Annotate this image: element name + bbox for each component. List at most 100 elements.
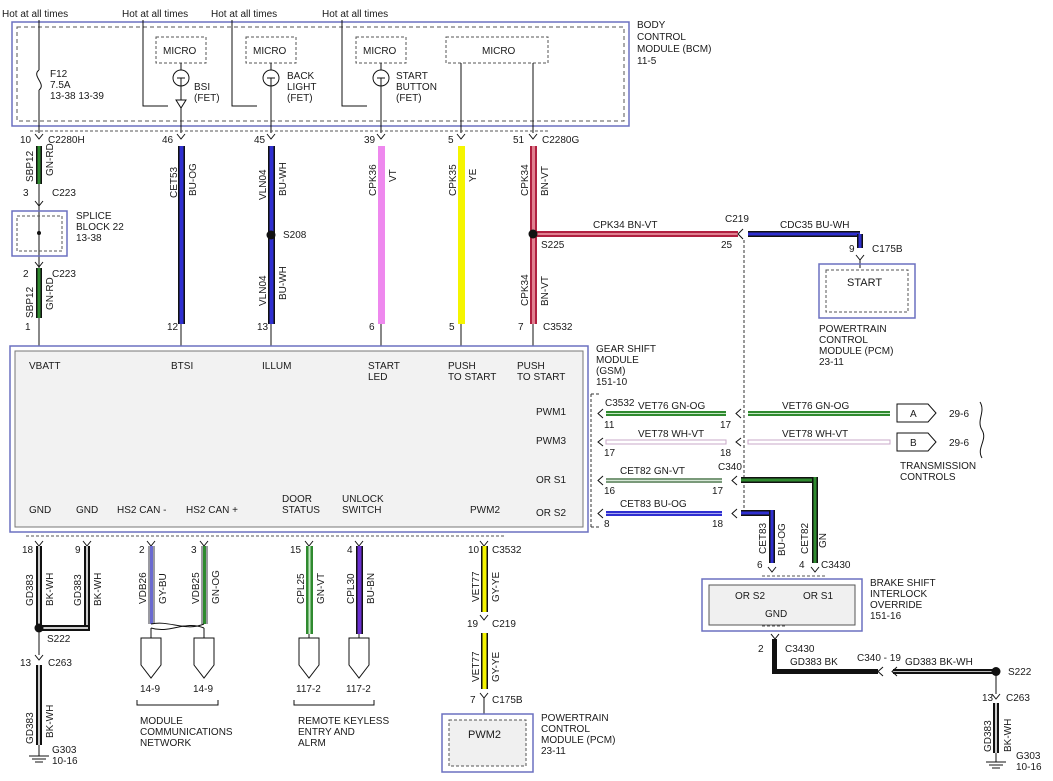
trans-ref-b: 29-6 bbox=[949, 438, 969, 449]
pin-2-c223: 2 bbox=[23, 269, 29, 280]
g303-right: G303 bbox=[1016, 751, 1041, 762]
micro-label-3: MICRO bbox=[363, 46, 397, 57]
fet-bsi-1: BSI bbox=[194, 82, 210, 93]
label-vet76-right: VET76 GN-OG bbox=[782, 401, 849, 412]
ground-symbol-right bbox=[986, 753, 1006, 769]
fet-symbols bbox=[172, 63, 390, 109]
label-bubn: BU-BN bbox=[366, 573, 377, 604]
label-cpl25: CPL25 bbox=[296, 573, 307, 604]
bsio-ors2: OR S2 bbox=[735, 591, 765, 602]
pin-1-gsm: 1 bbox=[25, 322, 31, 333]
pin-2-can: 2 bbox=[139, 545, 145, 556]
bsio-name-3: OVERRIDE bbox=[870, 600, 923, 611]
pin-18-c340: 18 bbox=[712, 519, 724, 530]
fet-start-3: (FET) bbox=[396, 93, 422, 104]
label-buwh-b: BU-WH bbox=[278, 266, 289, 300]
gsm-name-4: 151-10 bbox=[596, 377, 628, 388]
wire-vet78 bbox=[597, 437, 891, 447]
label-cet83: CET83 bbox=[758, 522, 769, 554]
label-gyye-b: GY-YE bbox=[491, 651, 502, 682]
pin-4-unlock: 4 bbox=[347, 545, 353, 556]
conn-c263-left: C263 bbox=[48, 658, 72, 669]
conn-c340-19: C340 - 19 bbox=[857, 653, 901, 664]
pin-9-gnd: 9 bbox=[75, 545, 81, 556]
pin-51: 51 bbox=[513, 135, 525, 146]
pin-10-pwm2: 10 bbox=[468, 545, 480, 556]
rke-2: ENTRY AND bbox=[298, 727, 355, 738]
gsm-door-status-2: STATUS bbox=[282, 505, 320, 516]
pin-15-door: 15 bbox=[290, 545, 302, 556]
pin-7-gsm: 7 bbox=[518, 322, 524, 333]
label-bkwh-b: BK-WH bbox=[93, 573, 104, 606]
bcm-name-4: 11-5 bbox=[637, 56, 657, 67]
gsm-push-start-b2: TO START bbox=[517, 372, 565, 383]
label-cet83-buog: CET83 BU-OG bbox=[620, 499, 687, 510]
trans-connectors bbox=[896, 401, 985, 459]
conn-c223-a: C223 bbox=[52, 188, 76, 199]
gsm-btsi: BTSI bbox=[171, 361, 193, 372]
pin-5-top: 5 bbox=[448, 135, 454, 146]
ref-117-2-b: 117-2 bbox=[346, 684, 371, 695]
mcn-1: MODULE bbox=[140, 716, 183, 727]
label-vet76-left: VET76 GN-OG bbox=[638, 401, 705, 412]
label-cpl30: CPL30 bbox=[346, 573, 357, 604]
label-gnvt: GN-VT bbox=[316, 573, 327, 604]
splice-s222-left: S222 bbox=[47, 634, 71, 645]
gsm-vbatt: VBATT bbox=[29, 361, 60, 372]
wire-can bbox=[140, 546, 215, 679]
gsm-module bbox=[9, 345, 589, 533]
conn-c3532-top: C3532 bbox=[543, 322, 573, 333]
splice-block-name-2: BLOCK 22 bbox=[76, 222, 124, 233]
pin-19-c219: 19 bbox=[467, 619, 479, 630]
fuse-rating: 7.5A bbox=[50, 80, 71, 91]
c3532-right-connector bbox=[590, 240, 745, 528]
wire-cet83 bbox=[597, 508, 777, 573]
pcm-top-name-1: POWERTRAIN bbox=[819, 324, 887, 335]
trans-name-2: CONTROLS bbox=[900, 472, 956, 483]
pin-18-gnd: 18 bbox=[22, 545, 34, 556]
label-cet53: CET53 bbox=[169, 166, 180, 198]
label-vet77-b: VET77 bbox=[471, 651, 482, 682]
pin-7-c175b: 7 bbox=[470, 695, 476, 706]
splice-block-name-1: SPLICE bbox=[76, 211, 112, 222]
pin-9-c175b: 9 bbox=[849, 244, 855, 255]
splice-s208: S208 bbox=[283, 230, 307, 241]
gsm-push-start-b1: PUSH bbox=[517, 361, 545, 372]
g303-ref-right: 10-16 bbox=[1016, 762, 1042, 773]
pin-39: 39 bbox=[364, 135, 376, 146]
pin-4-bsio: 4 bbox=[799, 560, 805, 571]
label-buog-bsio: BU-OG bbox=[777, 523, 788, 556]
gsm-push-start-a1: PUSH bbox=[448, 361, 476, 372]
g303-ref-left: 10-16 bbox=[52, 756, 78, 767]
gsm-gnd-1: GND bbox=[29, 505, 51, 516]
label-vet78-left: VET78 WH-VT bbox=[638, 429, 704, 440]
label-gd383-b: GD383 bbox=[73, 574, 84, 606]
bcm-name-3: MODULE (BCM) bbox=[637, 44, 711, 55]
splice-block-22 bbox=[11, 200, 68, 268]
hot-label-4: Hot at all times bbox=[322, 9, 388, 20]
gsm-ors2: OR S2 bbox=[536, 508, 566, 519]
label-cet82-gnvt: CET82 GN-VT bbox=[620, 466, 685, 477]
ref-14-9-b: 14-9 bbox=[193, 684, 213, 695]
gsm-illum: ILLUM bbox=[262, 361, 291, 372]
label-cdc35-buwh: CDC35 BU-WH bbox=[780, 220, 849, 231]
pin-13-gsm: 13 bbox=[257, 322, 269, 333]
label-gd383-c: GD383 bbox=[25, 712, 36, 744]
rke-3: ALRM bbox=[298, 738, 326, 749]
gsm-hs2-can-plus: HS2 CAN + bbox=[186, 505, 238, 516]
pcm-bottom-module bbox=[441, 713, 534, 773]
splice-s222-right: S222 bbox=[1008, 667, 1032, 678]
pin-17-c219: 17 bbox=[720, 420, 732, 431]
micro-label-2: MICRO bbox=[253, 46, 287, 57]
conn-c175b-top: C175B bbox=[872, 244, 903, 255]
micro-label-4: MICRO bbox=[482, 46, 516, 57]
fuse-f12: F12 7.5A 13-38 13-39 bbox=[36, 69, 104, 133]
bsio-name-4: 151-16 bbox=[870, 611, 902, 622]
label-bnvt-b: BN-VT bbox=[540, 276, 551, 306]
label-bkwh-c: BK-WH bbox=[45, 705, 56, 738]
trans-b: B bbox=[910, 438, 917, 449]
pin-10-top: 10 bbox=[20, 135, 32, 146]
gsm-name-3: (GSM) bbox=[596, 366, 625, 377]
hot-label-3: Hot at all times bbox=[211, 9, 277, 20]
pcm-top-name-4: 23-11 bbox=[819, 357, 844, 368]
